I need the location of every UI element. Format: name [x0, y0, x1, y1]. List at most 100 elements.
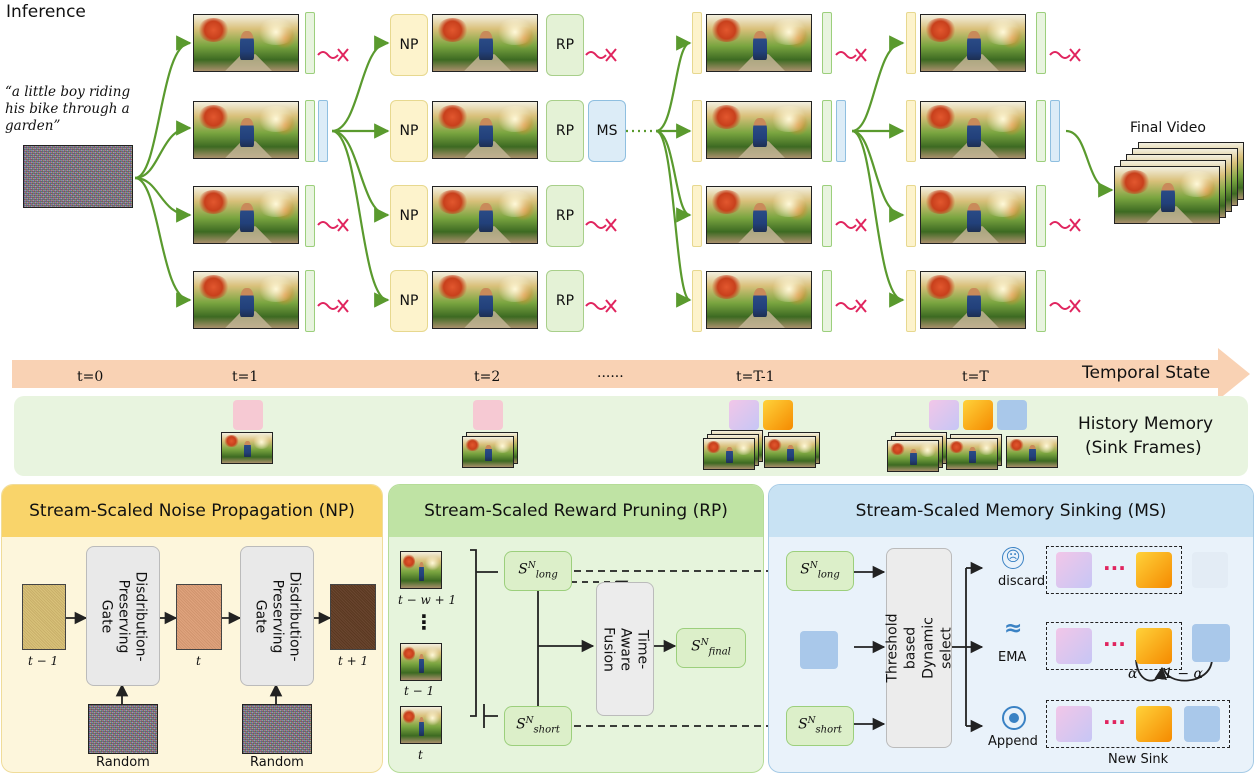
np-noise-next: [330, 584, 376, 650]
discard-label: discard: [998, 574, 1046, 589]
rp-panel-title: Stream-Scaled Reward Pruning (RP): [389, 485, 763, 537]
rp-fusion: Time-Aware Fusion: [596, 582, 654, 716]
rp-box: RP: [546, 185, 584, 247]
np-random-label-2: Random: [250, 755, 304, 770]
rp-box: RP: [546, 100, 584, 162]
ms-candidate-token: [800, 631, 838, 669]
append-group: [1046, 700, 1230, 748]
tick-tT1: t=T-1: [736, 369, 775, 385]
sink-frame: [703, 438, 755, 470]
target-icon: [1002, 706, 1026, 730]
ms-panel-title: Stream-Scaled Memory Sinking (MS): [769, 485, 1253, 537]
np-bar: [906, 12, 916, 74]
sink-token: [729, 400, 759, 430]
np-gate-1: Disdribution-Preserving Gate: [86, 546, 160, 686]
tick-tT: t=T: [962, 369, 989, 385]
flow-arrows: [134, 35, 1114, 313]
history-memory-band: [14, 396, 1248, 476]
ema-token: [1192, 624, 1230, 662]
reward-bar: [822, 12, 832, 74]
np-random-noise-1: [88, 704, 158, 754]
alpha-label: α: [1128, 666, 1138, 682]
np-bar: [692, 270, 702, 332]
frame-tT1-3: [706, 186, 812, 244]
memory-bar: [318, 100, 328, 162]
ellipsis-dots: ···: [1103, 556, 1126, 580]
rp-s-final: SNfinal: [676, 628, 746, 668]
tick-t1: t=1: [232, 369, 259, 385]
ema-label: EMA: [998, 650, 1027, 665]
sink-token: [1056, 706, 1092, 742]
sink-token: [763, 400, 793, 430]
reward-bar: [1036, 185, 1046, 247]
reward-bar: [305, 12, 315, 74]
temporal-state-label: Temporal State: [1082, 363, 1211, 383]
rp-s-short: SNshort: [504, 706, 572, 746]
ellipsis-dots: ···: [1103, 632, 1126, 656]
np-gate-2: Disdribution-Preserving Gate: [240, 546, 314, 686]
sad-face-icon: ☹: [1002, 547, 1024, 569]
prompt-text: “a little boy riding his bike through a …: [5, 84, 131, 134]
np-random-label-1: Random: [96, 755, 150, 770]
frame-t1-1: [193, 14, 299, 72]
rp-label-prev: t − 1: [404, 684, 435, 698]
reward-bar: [822, 100, 832, 162]
tick-dots: ······: [597, 369, 624, 385]
np-random-noise-2: [242, 704, 312, 754]
np-noise-cur: [176, 584, 222, 650]
rp-frame-cur: [400, 706, 442, 744]
frame-t2-1: [432, 14, 538, 72]
sink-token: [1136, 552, 1172, 588]
np-bar: [692, 185, 702, 247]
np-box: NP: [390, 14, 428, 76]
initial-noise: [23, 145, 133, 208]
frame-tT1-2: [706, 101, 812, 159]
rp-frame-prev: [400, 643, 442, 681]
frame-tT-1: [920, 14, 1026, 72]
frame-tT-3: [920, 186, 1026, 244]
timeline-arrow: [12, 348, 1250, 400]
reward-bar: [1036, 270, 1046, 332]
np-bar: [692, 100, 702, 162]
np-box: NP: [390, 185, 428, 247]
wave-icon: ≈: [1004, 616, 1023, 641]
rp-ms-connectors: [574, 564, 786, 733]
rp-label-oldest: t − w + 1: [398, 593, 457, 607]
frame-t1-4: [193, 271, 299, 329]
rp-box: RP: [546, 14, 584, 76]
history-memory-line2: (Sink Frames): [1085, 438, 1202, 458]
reward-bar: [305, 185, 315, 247]
np-bar: [906, 270, 916, 332]
sink-token: [1056, 552, 1092, 588]
frame-t2-3: [432, 186, 538, 244]
one-minus-alpha-label: 1 − α: [1164, 666, 1203, 682]
np-box: NP: [390, 270, 428, 332]
np-panel-title: Stream-Scaled Noise Propagation (NP): [2, 485, 382, 537]
sink-token: [233, 400, 263, 430]
np-label-cur: t: [196, 654, 201, 668]
np-bar: [906, 185, 916, 247]
sink-token: [1056, 628, 1092, 664]
rp-vertical-ellipsis: ⋮: [414, 610, 434, 634]
inference-title: Inference: [6, 2, 86, 22]
frame-t2-2: [432, 101, 538, 159]
memory-bar: [1050, 100, 1060, 162]
frame-tT1-1: [706, 14, 812, 72]
reward-bar: [822, 270, 832, 332]
sink-frame: [764, 436, 816, 468]
rp-label-cur: t: [418, 748, 423, 762]
ema-group: [1046, 622, 1182, 670]
np-label-prev: t − 1: [28, 654, 59, 668]
new-sink-label: New Sink: [1108, 752, 1169, 767]
sink-frame: [887, 440, 939, 472]
rp-frame-oldest: [400, 551, 442, 589]
appended-token: [1184, 706, 1220, 742]
np-box: NP: [390, 100, 428, 162]
sink-token: [473, 400, 503, 430]
sink-token: [963, 400, 993, 430]
tick-t2: t=2: [474, 369, 501, 385]
tick-t0: t=0: [77, 369, 104, 385]
reward-bar: [1036, 100, 1046, 162]
np-noise-prev: [22, 584, 66, 650]
np-bar: [692, 12, 702, 74]
